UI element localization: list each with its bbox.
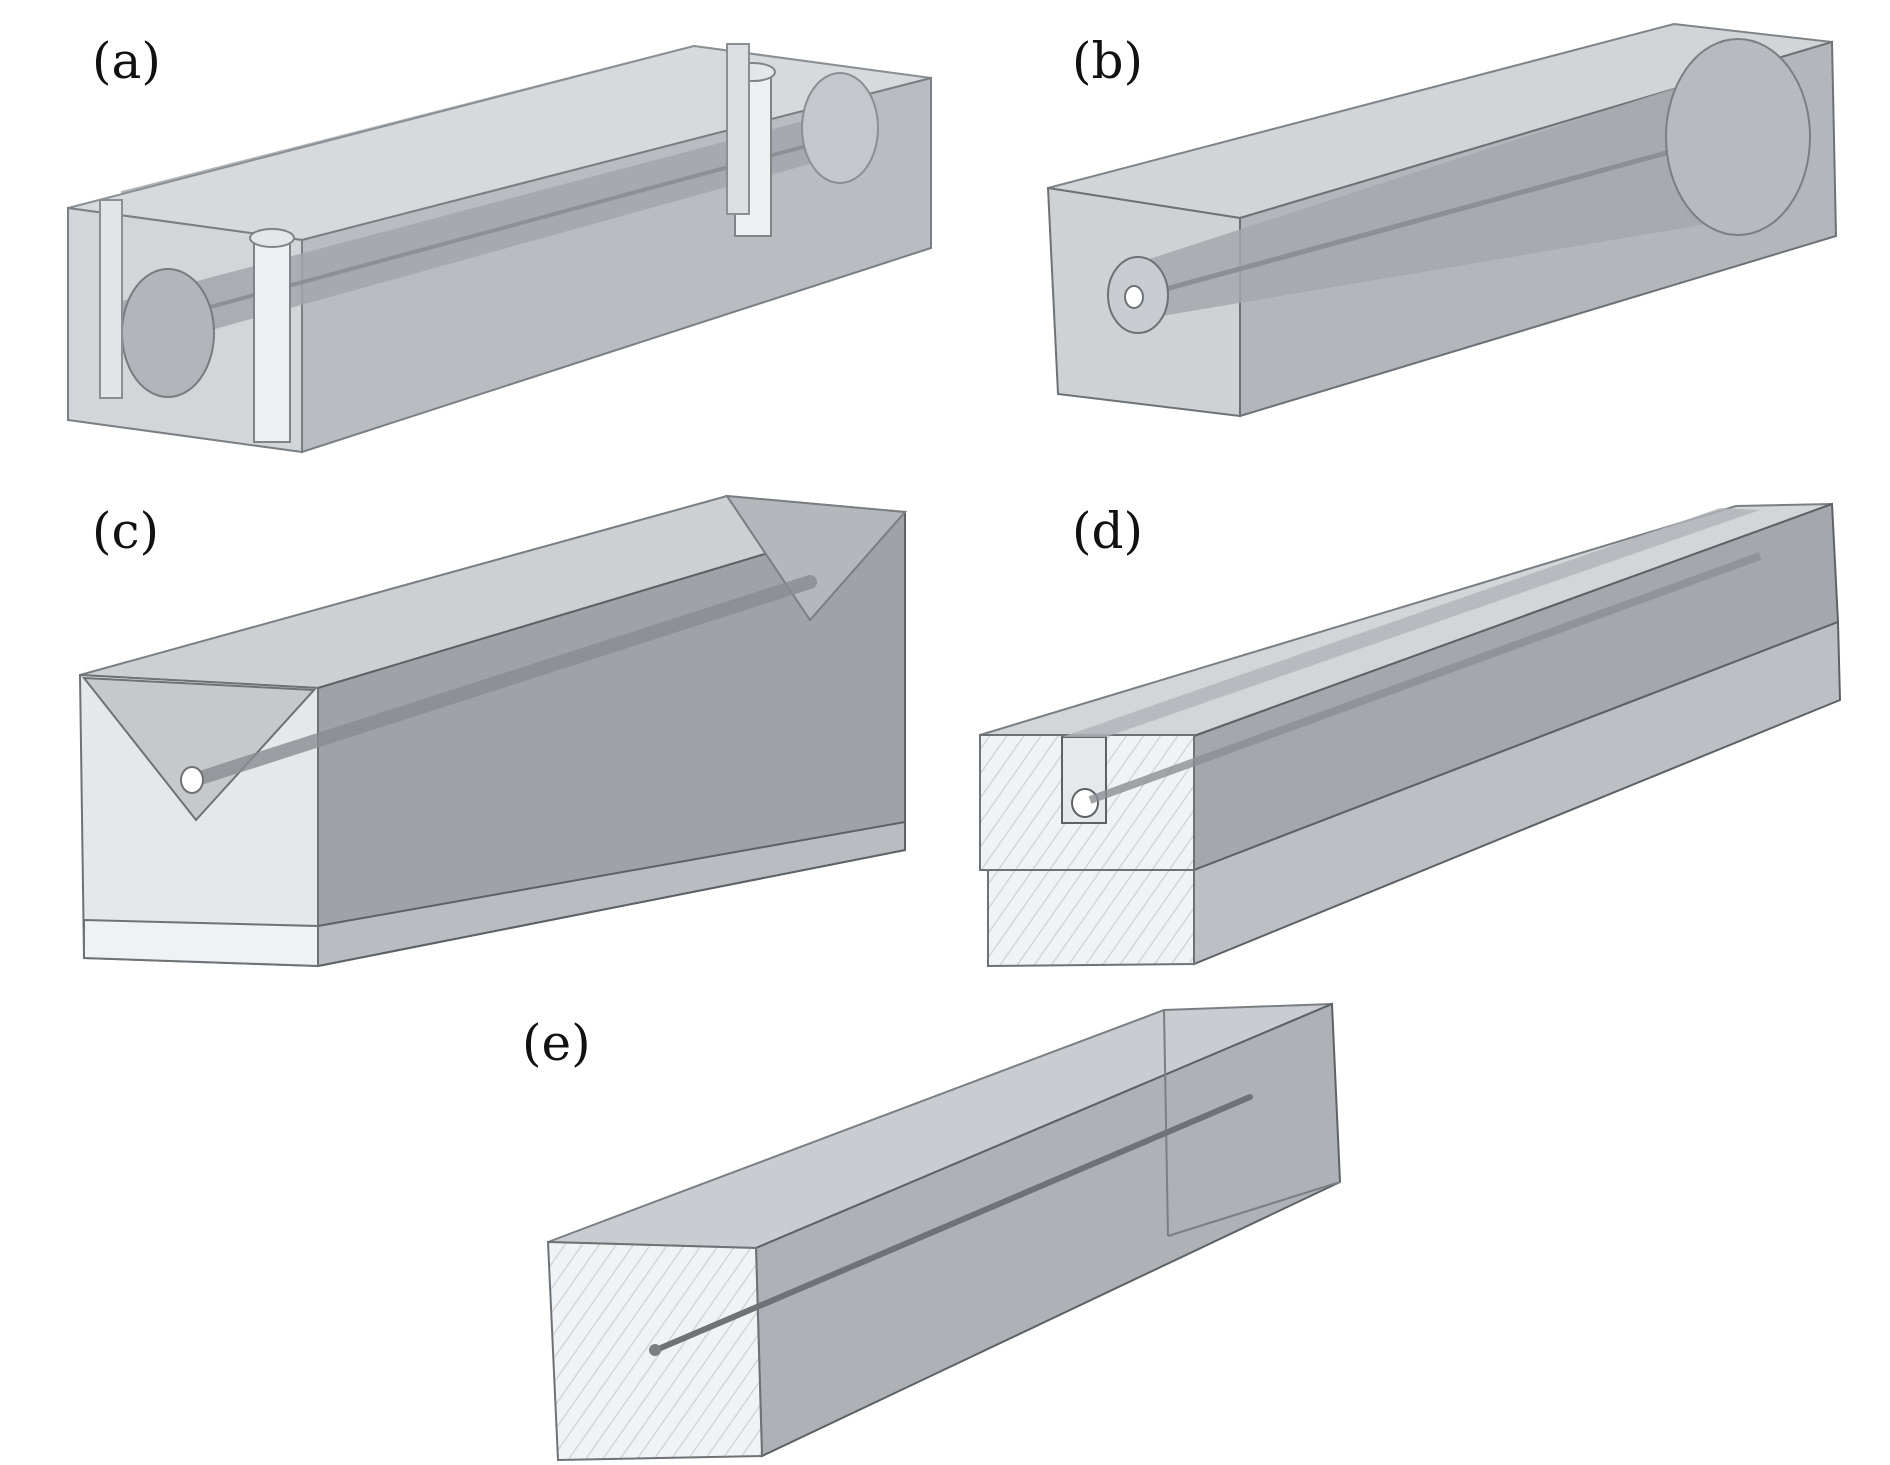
panel-b: (b) (1046, 22, 1838, 418)
panel-b-label: (b) (1072, 32, 1143, 90)
panel-b-fiber-model (1046, 22, 1838, 418)
panel-d-slot (1061, 736, 1107, 824)
panel-d-core-circle (1071, 788, 1099, 818)
panel-d-label: (d) (1072, 502, 1143, 560)
panel-e: (e) (522, 1002, 1342, 1462)
panel-b-large-end-circle (1665, 38, 1811, 236)
panel-a-label: (a) (92, 32, 161, 90)
panel-d: (d) (979, 502, 1842, 968)
panel-c-label: (c) (92, 502, 159, 560)
panel-e-fiber-model (546, 1002, 1342, 1462)
panel-c: (c) (78, 494, 908, 968)
panel-a-fiber-model (67, 43, 932, 454)
panel-e-label: (e) (522, 1014, 591, 1072)
panel-c-core-circle (180, 766, 204, 794)
panel-d-fiber-model (979, 502, 1842, 968)
panel-a-left-hole (121, 268, 215, 398)
panel-e-core-line (653, 1094, 1253, 1353)
panel-a: (a) (67, 32, 932, 454)
panel-c-fiber-model (78, 494, 908, 968)
panel-a-right-hole (801, 72, 879, 184)
